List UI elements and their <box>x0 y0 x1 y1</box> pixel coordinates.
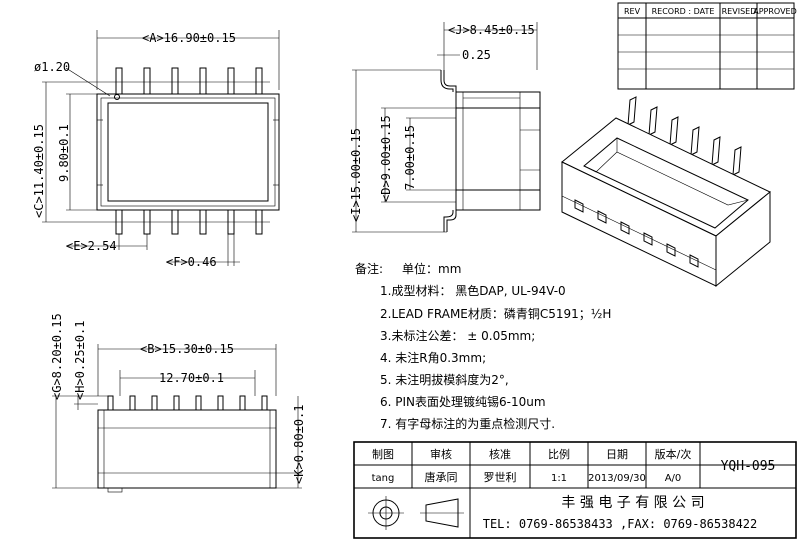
revised-header: REVISED <box>722 7 757 16</box>
note-item: 1.成型材料： 黑色DAP, UL-94V-0 <box>380 284 566 298</box>
dimension-c-inner: 9.80±0.1 <box>57 124 71 182</box>
record-date-header: RECORD : DATE <box>652 7 715 16</box>
dimension-g: <G>8.20±0.15 <box>50 313 64 400</box>
date-value: 2013/09/30 <box>588 473 646 484</box>
dimension-b-inner: 12.70±0.1 <box>159 371 224 385</box>
company-name: 丰 强 电 子 有 限 公 司 <box>561 495 704 511</box>
dimension-h: <H>0.25±0.1 <box>73 321 87 400</box>
dimension-i: <I>15.00±0.15 <box>349 128 363 222</box>
company-contact: TEL: 0769-86538433 ,FAX: 0769-86538422 <box>483 517 758 531</box>
checked-label: 审核 <box>430 447 452 461</box>
scale-value: 1:1 <box>551 473 567 484</box>
notes-heading: 备注: <box>355 261 383 276</box>
dimension-f: <F>0.46 <box>166 255 217 269</box>
part-number: YQH-095 <box>721 459 776 474</box>
note-item: 5. 未注明拔模斜度为2°, <box>380 372 509 387</box>
drawn-value: tang <box>372 473 395 484</box>
notes-block: 备注: 单位：mm 1.成型材料： 黑色DAP, UL-94V-0 2.LEAD… <box>355 261 611 431</box>
rev-header: REV <box>624 7 641 16</box>
version-label: 版本/次 <box>655 447 692 461</box>
dimension-a: <A>16.90±0.15 <box>142 31 236 45</box>
front-view: <B>15.30±0.15 12.70±0.1 <G>8.20±0.15 <H>… <box>50 313 306 493</box>
note-item: 4. 未注R角0.3mm; <box>380 350 486 365</box>
note-item: 2.LEAD FRAME材质：磷青铜C5191；½H <box>380 306 611 321</box>
projection-symbol-icon <box>368 496 464 530</box>
hole-diameter-label: ø1.20 <box>34 60 70 74</box>
title-block: 制图 审核 核准 比例 日期 版本/次 tang 唐承同 罗世利 1:1 201… <box>353 441 797 539</box>
approved-header: APPROVED <box>753 7 797 16</box>
checked-value: 唐承同 <box>425 470 458 484</box>
dimension-j: <J>8.45±0.15 <box>448 23 535 37</box>
notes-unit: 单位：mm <box>402 261 461 276</box>
side-view: <J>8.45±0.15 0.25 <I>15.00±0.15 <D>9.00±… <box>349 22 541 233</box>
approved-value: 罗世利 <box>484 471 517 484</box>
version-value: A/0 <box>665 473 682 484</box>
isometric-view <box>561 96 771 288</box>
dimension-e: <E>2.54 <box>66 239 117 253</box>
dimension-k: <K>0.80±0.1 <box>292 405 306 484</box>
top-view: ø1.20 <A>16.90±0.15 <C>11.40±0.15 9.80±0… <box>32 30 280 269</box>
approved-label: 核准 <box>489 447 511 461</box>
drawn-label: 制图 <box>372 448 394 461</box>
dimension-d: <D>9.00±0.15 <box>379 115 393 202</box>
note-item: 7. 有字母标注的为重点检测尺寸. <box>380 416 555 431</box>
date-label: 日期 <box>606 448 628 461</box>
dimension-d-inner: 7.00±0.15 <box>403 125 417 190</box>
note-item: 3.未标注公差： ± 0.05mm; <box>380 328 535 343</box>
scale-label: 比例 <box>548 447 570 461</box>
note-item: 6. PIN表面处理镀纯锡6-10um <box>380 394 546 409</box>
dimension-c: <C>11.40±0.15 <box>32 124 46 218</box>
dimension-j-thickness: 0.25 <box>462 48 491 62</box>
revision-table: REV RECORD : DATE REVISED APPROVED <box>617 2 797 90</box>
dimension-b: <B>15.30±0.15 <box>140 342 234 356</box>
